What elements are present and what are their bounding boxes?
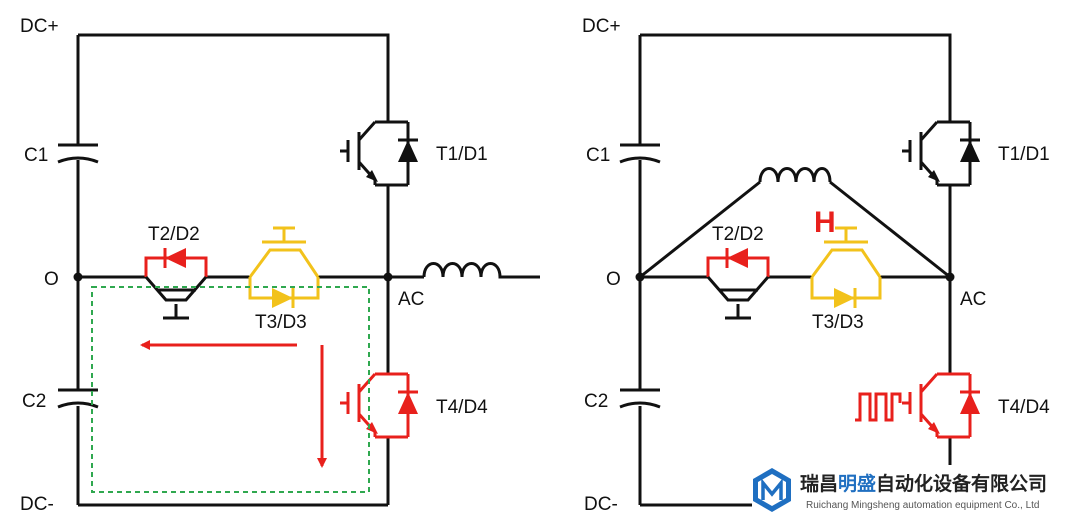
right-wires [638,33,952,507]
left-capacitor-c1 [57,143,99,164]
left-diode-d3 [272,288,293,308]
left-label-t4: T4/D4 [436,397,488,418]
left-label-t1: T1/D1 [436,144,488,165]
right-label-t2: T2/D2 [712,224,764,245]
right-capacitor-c2 [619,388,661,409]
right-pwm-waveform [855,392,902,422]
logo-hexagon-icon [753,468,791,512]
right-igbt-t1-diode [960,140,980,162]
left-label-c2: C2 [22,391,46,412]
left-capacitor-c2 [57,388,99,409]
logo-name-cn-suffix: 自动化设备有限公司 [876,472,1047,495]
right-inductor [758,167,832,183]
left-igbt-t1 [340,120,418,187]
logo-name-cn-highlight: 明盛 [838,472,876,495]
right-igbt-t1-emitter-arrow [928,170,940,182]
logo-name-cn: 瑞昌明盛自动化设备有限公司 [800,472,1047,495]
logo-name-en: Ruichang Mingsheng automation equipment … [806,500,1039,511]
left-label-t3: T3/D3 [255,312,307,333]
left-label-node-ac: AC [398,289,424,310]
right-node-ac-dot [945,272,955,282]
right-label-h: H [814,206,836,239]
left-label-node-o: O [44,269,59,290]
logo-name-cn-prefix: 瑞昌 [800,472,838,495]
right-label-t4: T4/D4 [998,397,1050,418]
left-label-dc-minus: DC- [20,494,54,515]
left-igbt-t4-diode [398,392,418,414]
right-label-c2: C2 [584,391,608,412]
left-inductor [422,262,502,279]
left-igbt-t4-emitter-arrow [366,422,378,434]
right-label-t3: T3/D3 [812,312,864,333]
right-label-c1: C1 [586,145,610,166]
right-label-node-o: O [606,269,621,290]
left-igbt-t1-emitter-arrow [366,170,378,182]
right-igbt-t4-emitter-arrow [928,422,940,434]
left-igbt-t1-diode [398,140,418,162]
right-label-dc-plus: DC+ [582,16,621,37]
left-diode-d2 [165,248,186,268]
right-diode-d3 [834,288,855,308]
right-label-dc-minus: DC- [584,494,618,515]
left-circuit: DC+ DC- C1 C2 O AC T1/D1 T2/D2 T3/D3 T4/… [20,16,540,515]
right-label-node-ac: AC [960,289,986,310]
company-logo: 瑞昌明盛自动化设备有限公司 Ruichang Mingsheng automat… [752,466,1080,515]
right-capacitor-c1 [619,143,661,164]
left-label-t2: T2/D2 [148,224,200,245]
left-label-c1: C1 [24,145,48,166]
left-current-loop [91,286,370,493]
left-label-dc-plus: DC+ [20,16,59,37]
right-circuit: DC+ DC- C1 C2 O AC T1/D1 T2/D2 T3/D3 T4/… [582,16,1050,515]
right-label-t1: T1/D1 [998,144,1050,165]
right-diode-d2 [727,248,748,268]
left-node-o-dot [73,272,83,282]
right-switch-t3 [810,226,882,308]
left-node-ac-dot [383,272,393,282]
right-igbt-t4-diode [960,392,980,414]
right-node-o-dot [635,272,645,282]
